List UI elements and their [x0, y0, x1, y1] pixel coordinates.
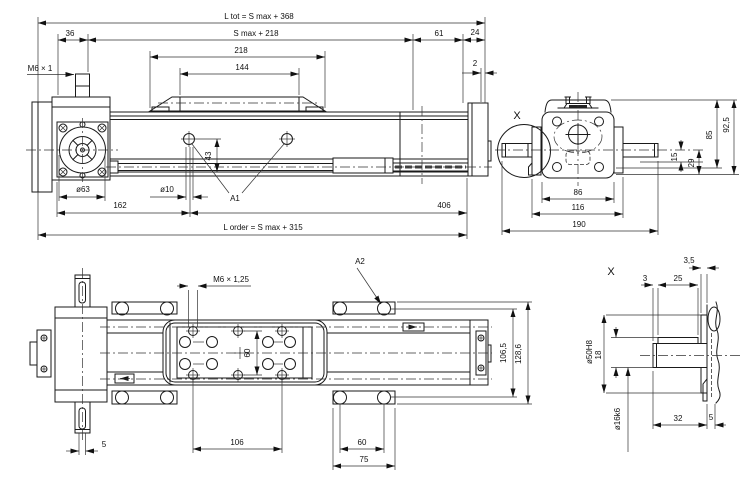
dim-32: 32	[674, 414, 683, 423]
dim-60-clamp: 60	[358, 438, 367, 447]
dim-85: 85	[705, 130, 714, 139]
dim-dia50h8: ø50H8	[585, 339, 594, 364]
dim-43: 43	[204, 151, 213, 160]
dim-116: 116	[572, 203, 585, 212]
dim-18: 18	[594, 350, 603, 359]
dim-106-5: 106,5	[499, 342, 508, 363]
dim-60-carriage: 60	[243, 348, 252, 357]
dim-36: 36	[66, 29, 75, 38]
dim-2: 2	[473, 59, 478, 68]
thread-label-m6x1: M6 × 1	[28, 64, 53, 73]
dim-dia16k6: ø16k6	[613, 407, 622, 430]
dim-25: 25	[674, 274, 683, 283]
dim-128-6: 128,6	[514, 343, 523, 364]
dim-86: 86	[574, 188, 583, 197]
carriage-thread-holes	[186, 324, 289, 382]
dim-61: 61	[435, 29, 444, 38]
label-a1: A1	[230, 194, 240, 203]
dim-l-tot: L tot = S max + 368	[224, 12, 294, 21]
dim-29: 29	[687, 158, 696, 167]
dim-406: 406	[437, 201, 451, 210]
end-view: 15 29 85 92,5 86 116 190	[495, 92, 739, 235]
carriage-holes	[179, 336, 296, 370]
detail-x-title: X	[607, 266, 615, 278]
dim-106: 106	[230, 438, 244, 447]
thread-label-m6x125: M6 × 1,25	[213, 275, 249, 284]
plan-view: M6 × 1,25 A2 60 5 106 60 75	[29, 257, 532, 470]
dim-75: 75	[360, 455, 369, 464]
dim-3-5: 3,5	[683, 256, 695, 265]
dim-190: 190	[572, 220, 586, 229]
dim-92-5: 92,5	[722, 117, 731, 133]
dim-dia10: ø10	[160, 185, 174, 194]
detail-view: X 3,5 3 25 ø50H8	[585, 256, 742, 452]
dim-3: 3	[643, 274, 648, 283]
dim-24: 24	[471, 28, 480, 37]
dim-15: 15	[670, 152, 679, 161]
dim-144: 144	[235, 63, 249, 72]
dim-dia63: ø63	[76, 185, 90, 194]
detail-x-marker: X	[513, 110, 521, 122]
dim-5-keyway: 5	[102, 440, 107, 449]
dim-5-plate: 5	[709, 413, 714, 422]
dim-162: 162	[113, 201, 127, 210]
label-a2: A2	[355, 257, 365, 266]
dim-s-max-218: S max + 218	[233, 29, 279, 38]
dim-218: 218	[234, 46, 248, 55]
side-view: X L tot = S max + 368 36 S max + 218 61 …	[26, 12, 551, 240]
dim-l-order: L order = S max + 315	[223, 223, 303, 232]
